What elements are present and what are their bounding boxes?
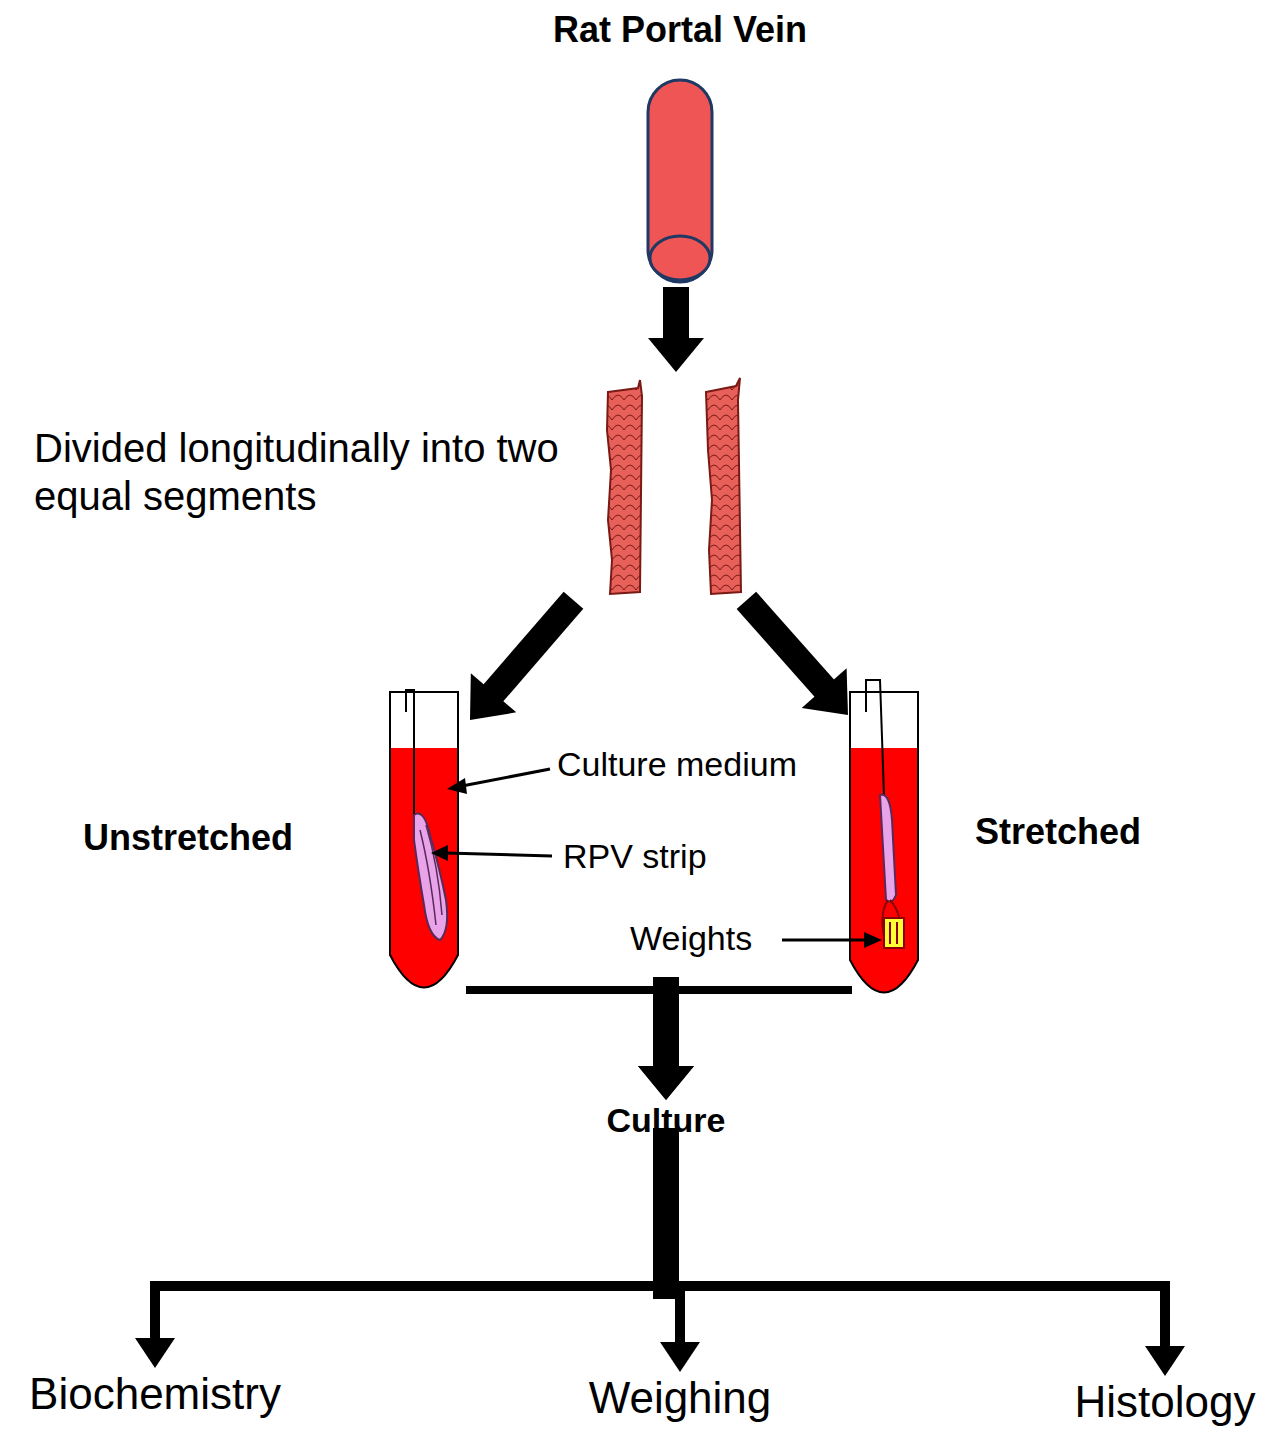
arrow-head <box>638 1066 694 1100</box>
node-text: Histology <box>1071 1376 1260 1429</box>
node-text: Unstretched <box>83 816 373 859</box>
node-text: Stretched <box>975 810 1180 853</box>
arrow-shaft <box>491 610 565 695</box>
node-text: Biochemistry <box>25 1368 285 1421</box>
vein-strip <box>607 380 642 594</box>
arrow-shaft <box>653 990 679 1069</box>
arrow-head <box>802 668 848 715</box>
node-text: Rat Portal Vein <box>520 8 840 51</box>
callout-label: RPV strip <box>563 836 707 877</box>
division-node: Divided longitudinally into two equal se… <box>30 372 760 610</box>
rpv-strip <box>880 795 896 902</box>
analysis-step: Histology <box>1071 1376 1260 1429</box>
arrow-shaft <box>155 1286 666 1341</box>
rpv-strip <box>414 814 447 940</box>
thread <box>406 690 414 815</box>
stretched-tube: Stretched <box>848 690 1185 1000</box>
vein-cylinder <box>648 80 712 282</box>
flow-arrow <box>666 1141 1185 1376</box>
arrow-shaft <box>653 1141 679 1286</box>
arrow-shaft <box>663 300 689 341</box>
arrow-shaft <box>653 1141 679 1286</box>
arrow-shaft <box>755 610 827 691</box>
leader-line <box>462 769 550 786</box>
flow-arrow <box>660 1141 700 1372</box>
node-text: Divided longitudinally into two equal se… <box>34 424 579 520</box>
culture-medium <box>390 748 458 988</box>
leader-line <box>782 939 866 942</box>
arrow-shaft <box>470 986 666 994</box>
flow-arrow <box>135 1141 666 1368</box>
arrow-shaft <box>653 1141 679 1286</box>
arrow-shaft <box>653 990 679 1069</box>
arrow-head <box>648 338 704 372</box>
arrow-head <box>638 1066 694 1100</box>
node-text: Weighing <box>585 1372 776 1425</box>
analysis-step: Weighing <box>585 1372 776 1425</box>
flow-arrow <box>755 610 848 715</box>
weights <box>884 918 904 948</box>
test-tube <box>390 692 458 988</box>
thread <box>866 680 884 795</box>
callout-label: Culture medium <box>557 744 797 785</box>
vein-opening <box>650 236 710 280</box>
arrow-head <box>1145 1346 1185 1376</box>
node-text: Culture <box>599 1100 734 1141</box>
unstretched-tube: Unstretched <box>75 690 470 995</box>
flow-arrow <box>638 990 848 1100</box>
tube-top <box>390 692 458 748</box>
analysis-step: Biochemistry <box>25 1368 285 1421</box>
arrow-head <box>470 673 516 720</box>
arrow-shaft <box>666 1286 1165 1349</box>
test-tube <box>850 692 918 993</box>
tube-top <box>850 692 918 748</box>
flow-arrow <box>470 990 694 1100</box>
vein-strip <box>706 378 741 594</box>
arrow-head <box>135 1338 175 1368</box>
flow-arrow <box>648 300 704 372</box>
culture-step: Culture <box>599 1100 734 1141</box>
flow-arrow <box>470 610 565 720</box>
arrow-head <box>660 1342 700 1372</box>
vein-node: Rat Portal Vein <box>520 8 840 300</box>
arrow-shaft <box>666 986 848 994</box>
callout-label: Weights <box>630 918 752 959</box>
leader-line <box>446 853 552 856</box>
